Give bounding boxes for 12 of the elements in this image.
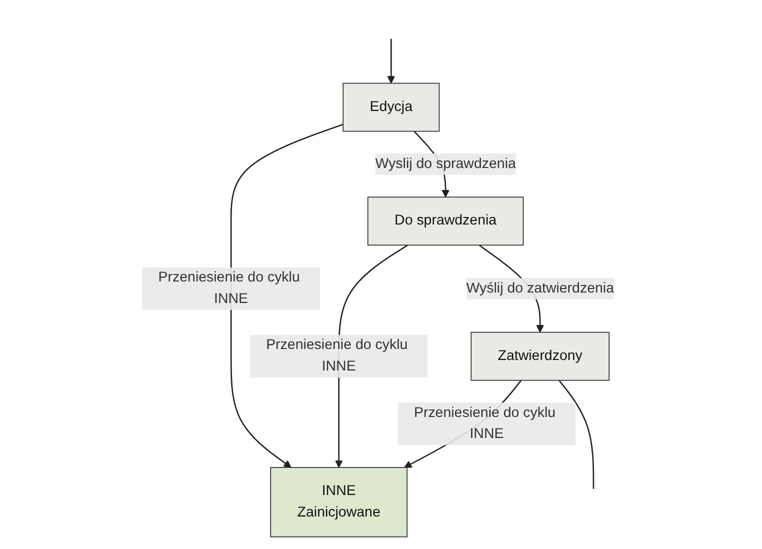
arrow [230,124,344,468]
node-box: Edycja [342,82,440,132]
edge-label: Przeniesienie do cyklu INNE [266,338,408,374]
node-box: Do sprawdzenia [367,196,524,246]
edge-label: Wyslij do sprawdzenia [375,156,516,172]
connector [558,380,594,489]
node-box: Zatwierdzony [470,332,610,381]
node-box: INNE Zainicjowane [270,467,408,538]
edge-label: Wyślij do zatwierdzenia [466,280,614,296]
arrow [387,38,395,84]
edge-label: Przeniesienie do cyklu INNE [158,270,300,307]
edge-label: Przeniesienie do cyklu INNE [414,405,556,442]
